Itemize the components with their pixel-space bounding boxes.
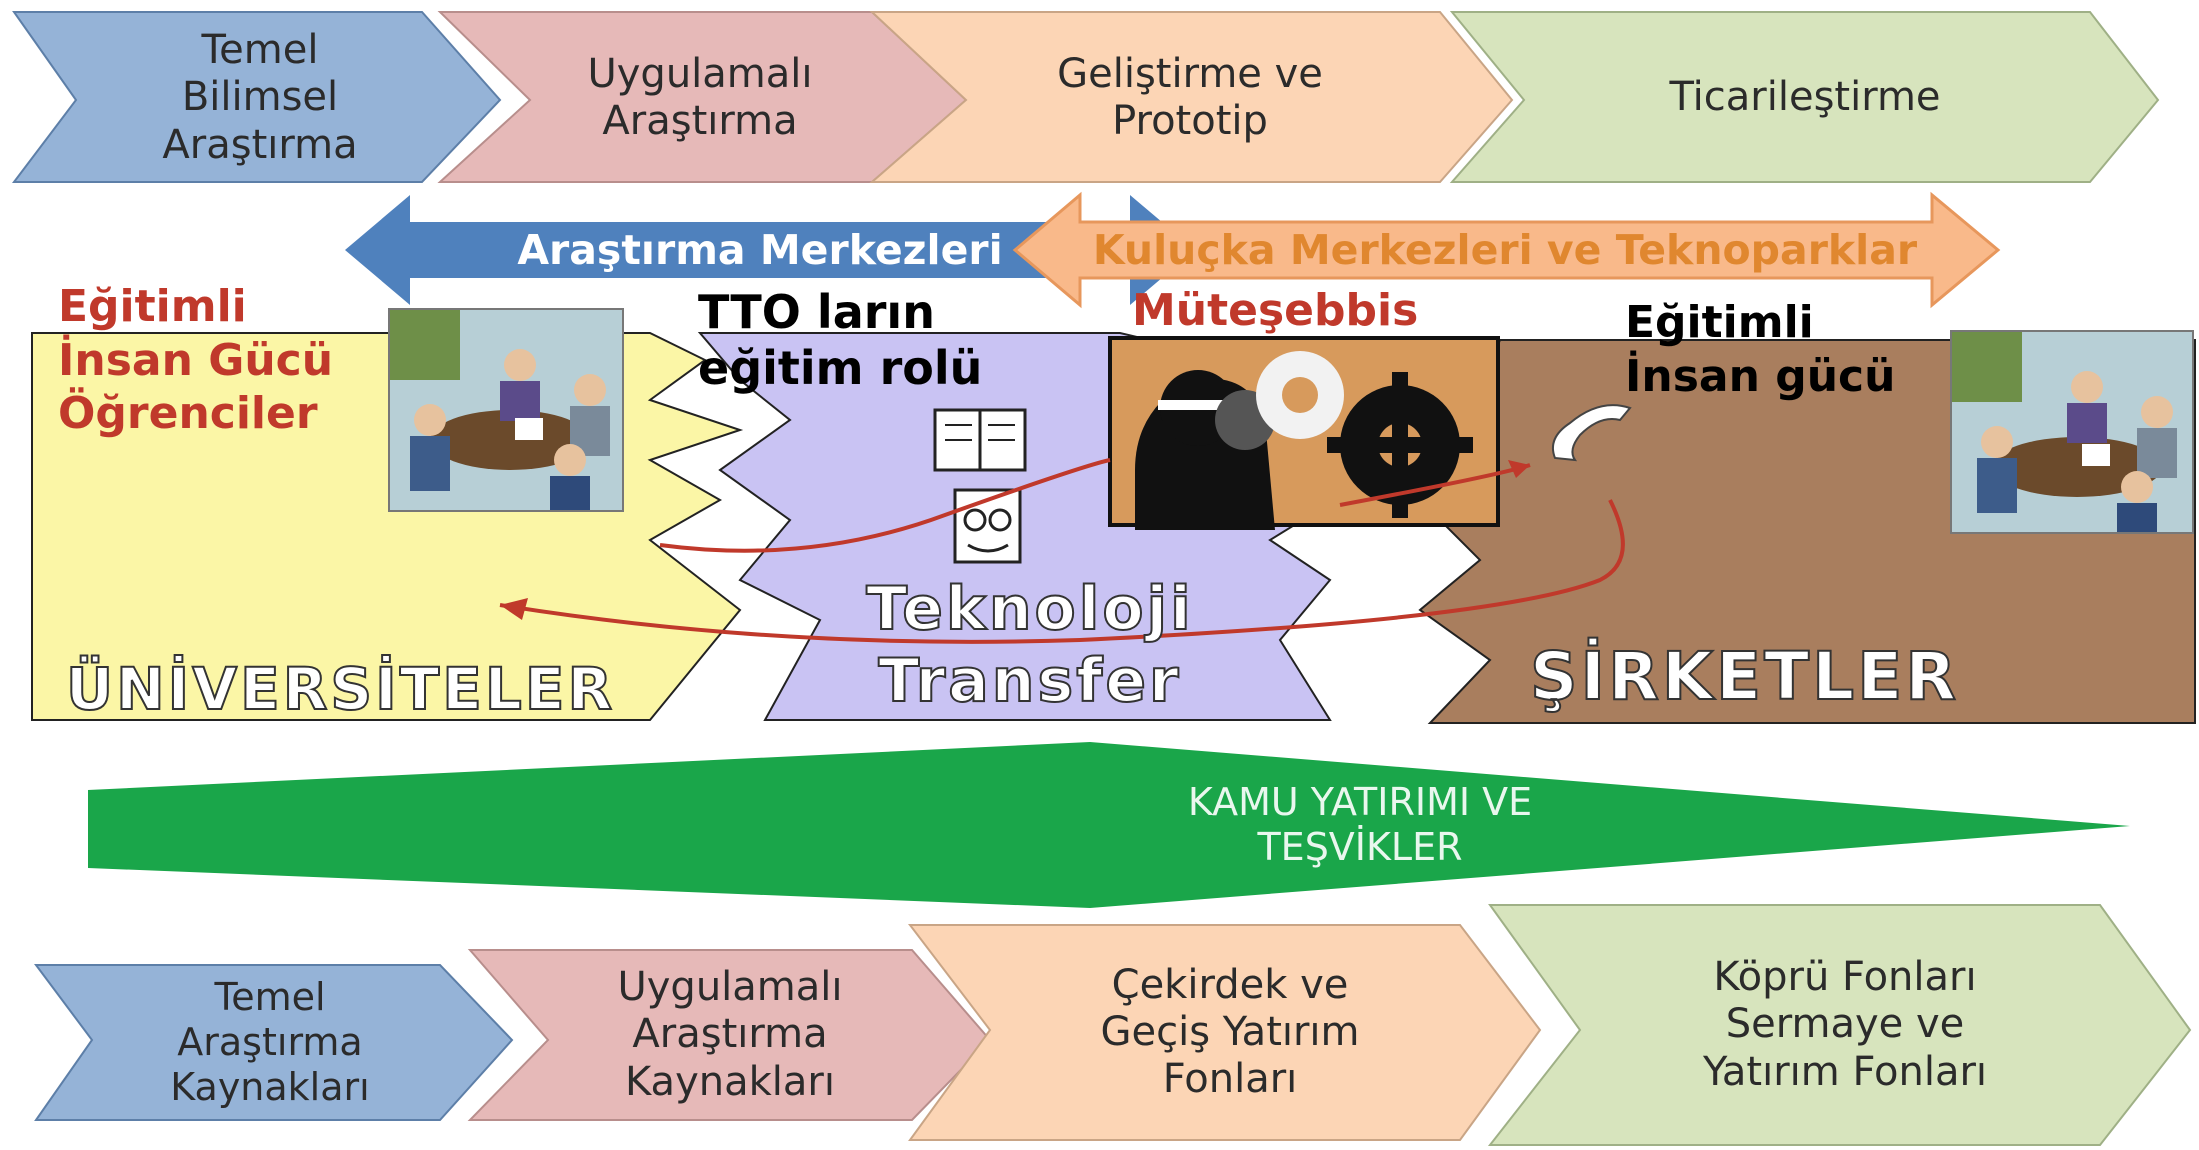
chevron-basic-research <box>11 11 502 183</box>
incubators-arrow <box>1012 191 2001 309</box>
chevron-development-prototype <box>869 11 1514 183</box>
incubators-label: Kuluçka Merkezleri ve Teknoparklar <box>1092 225 1918 274</box>
trained-workforce-label: Eğitimli İnsan gücü <box>1625 297 1896 402</box>
company-meeting-photo <box>1950 330 2194 534</box>
trained-students-label: Eğitimli İnsan Gücü Öğrenciler <box>58 281 334 440</box>
meeting-clipart <box>1952 332 2192 532</box>
businessman-gears-clipart <box>1135 351 1473 530</box>
tto-role-label: TTO ların eğitim rolü <box>698 285 983 396</box>
chevron-applied-research-funds <box>467 949 992 1121</box>
flow-arrow-to-university <box>499 499 1625 644</box>
flow-arrowhead-university <box>500 598 528 620</box>
public-investment-label: KAMU YATIRIMI VE TEŞVİKLER <box>1187 780 1533 869</box>
public-investment-shape <box>88 742 2130 908</box>
stage-label-applied-research: Uygulamalı Araştırma <box>587 50 813 144</box>
flow-arrow-to-entrepreneur <box>659 458 1111 553</box>
chevron-basic-research-funds <box>34 964 514 1121</box>
stage-label-development-prototype: Geliştirme ve Prototip <box>1057 50 1323 144</box>
stage-label-bridge-capital-funds: Köprü Fonları Sermaye ve Yatırım Fonları <box>1702 954 1988 1095</box>
chevron-bridge-capital-funds <box>1487 904 2192 1146</box>
meeting-clipart <box>390 310 622 510</box>
stage-label-basic-research-funds: Temel Araştırma Kaynakları <box>170 975 370 1109</box>
research-centers-arrow <box>345 195 1195 305</box>
research-centers-label: Araştırma Merkezleri <box>517 225 1003 274</box>
flow-arrowhead-company <box>1508 460 1530 478</box>
universities-title: ÜNİVERSİTELER <box>65 654 616 724</box>
tech-transfer-title: Teknoloji Transfer <box>865 573 1194 717</box>
stage-label-basic-research: Temel Bilimsel Araştırma <box>162 27 358 168</box>
chevron-seed-investment-funds <box>907 924 1542 1141</box>
students-meeting-photo <box>388 308 624 512</box>
stage-label-commercialization: Ticarileştirme <box>1669 74 1941 121</box>
handshake-icon <box>1551 404 1632 462</box>
chevron-commercialization <box>1449 11 2160 183</box>
entrepreneur-label: Müteşebbis <box>1132 285 1419 336</box>
stage-label-applied-research-funds: Uygulamalı Araştırma Kaynakları <box>617 964 843 1105</box>
companies-title: ŞİRKETLER <box>1529 637 1960 716</box>
stage-label-seed-investment-funds: Çekirdek ve Geçiş Yatırım Fonları <box>1100 961 1360 1103</box>
